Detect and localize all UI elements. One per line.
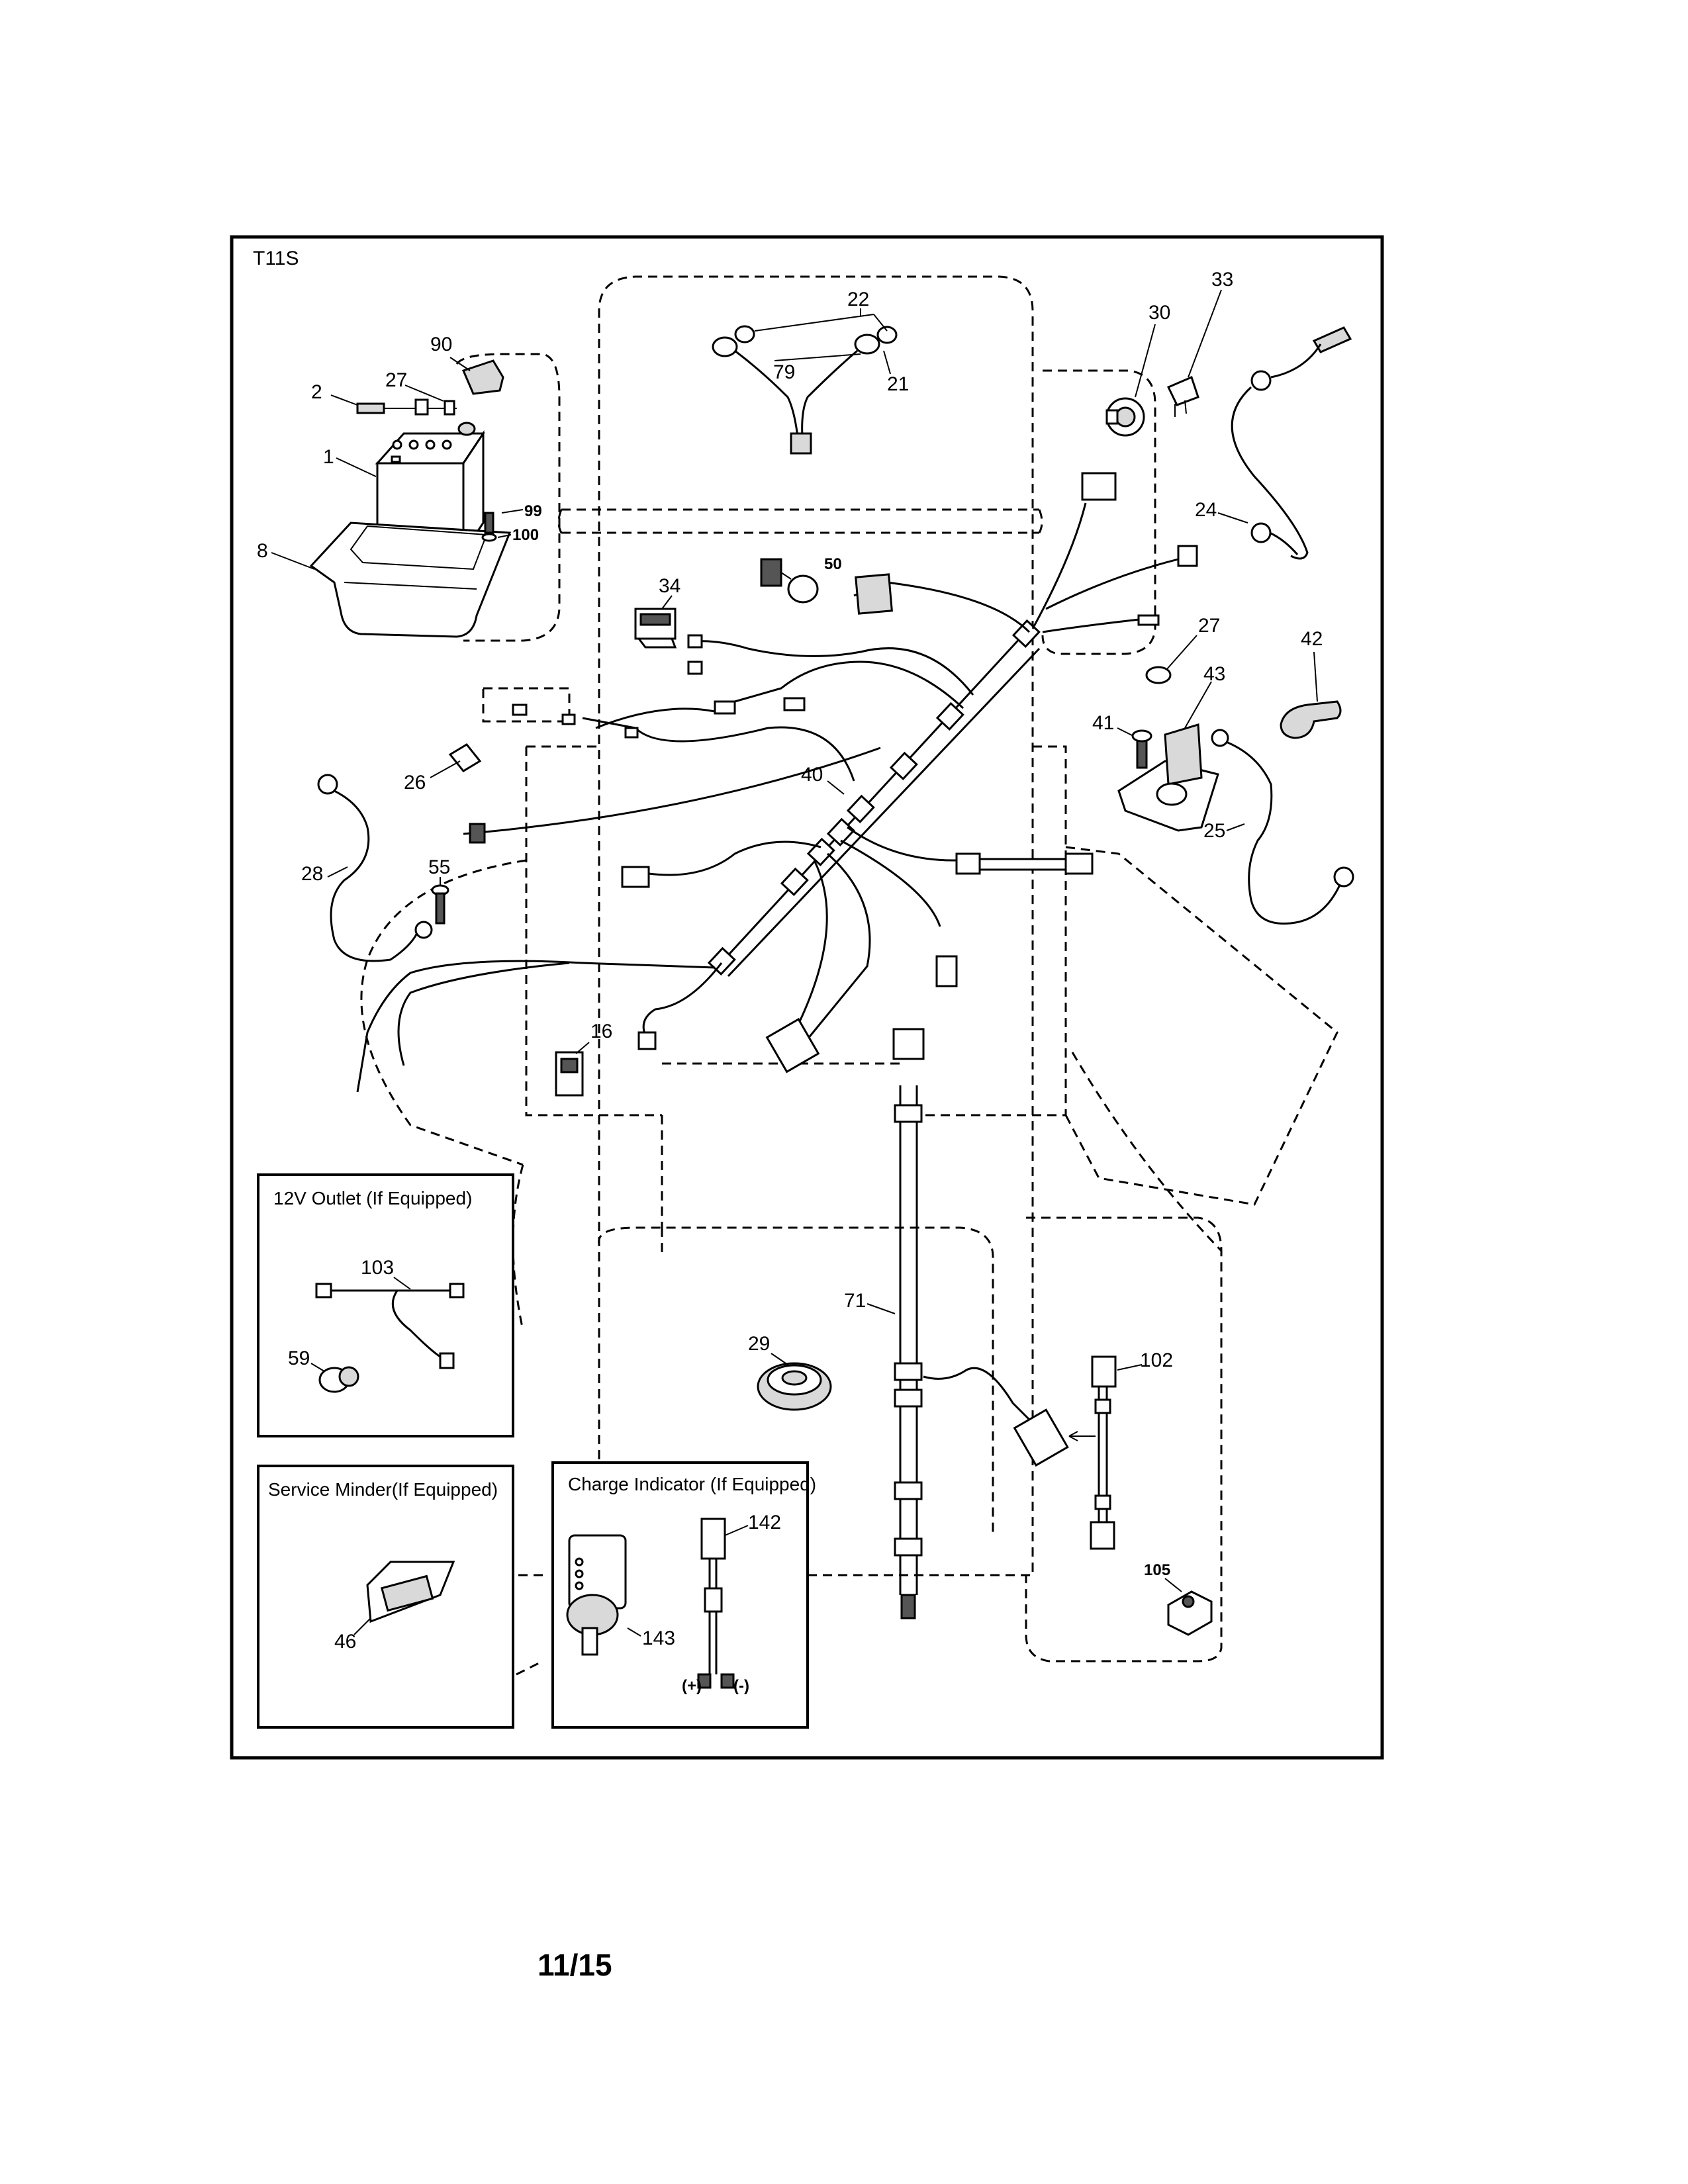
callout-29: 29 bbox=[748, 1333, 770, 1355]
callout-42: 42 bbox=[1301, 628, 1323, 650]
callout-24: 24 bbox=[1195, 499, 1217, 521]
inset-service-minder-title: Service Minder(If Equipped) bbox=[268, 1479, 498, 1500]
callout-1: 1 bbox=[323, 446, 334, 468]
inset-service-minder: Service Minder(If Equipped) 46 bbox=[257, 1465, 514, 1729]
battery-bolt: 2 27 bbox=[311, 369, 457, 416]
callout-71: 71 bbox=[844, 1290, 866, 1312]
callout-50: 50 bbox=[824, 555, 842, 573]
callout-2: 2 bbox=[311, 381, 322, 403]
callout-103: 103 bbox=[361, 1257, 394, 1279]
callout-43: 43 bbox=[1203, 663, 1225, 685]
callout-8: 8 bbox=[257, 540, 268, 562]
callout-22: 22 bbox=[847, 289, 869, 310]
main-wire-harness: 40 bbox=[356, 472, 1198, 1093]
pto-switch: 34 bbox=[634, 575, 680, 649]
seat-switch: 29 bbox=[748, 1333, 832, 1411]
fuse: 26 bbox=[404, 743, 482, 794]
callout-28: 28 bbox=[301, 863, 323, 885]
ignition-switch: 30 bbox=[1105, 302, 1170, 437]
callout-90: 90 bbox=[430, 334, 452, 355]
diagram-frame bbox=[230, 235, 1384, 1760]
sheet-id: T11S bbox=[253, 248, 299, 269]
inset-outlet-title: 12V Outlet (If Equipped) bbox=[273, 1188, 472, 1208]
callout-59: 59 bbox=[288, 1347, 310, 1369]
ground-cable: 28 bbox=[301, 774, 433, 962]
page-number: 11/15 bbox=[538, 1948, 612, 1982]
inset-charge-indicator: Charge Indicator (If Equipped) 143 142 (… bbox=[551, 1461, 816, 1729]
ignition-key: 33 bbox=[1166, 269, 1233, 417]
callout-79: 79 bbox=[773, 361, 795, 383]
callout-25: 25 bbox=[1203, 820, 1225, 842]
inset-12v-outlet: 12V Outlet (If Equipped) 103 59 bbox=[257, 1173, 514, 1437]
callout-16: 16 bbox=[590, 1021, 612, 1042]
headlight-harness: 22 79 21 bbox=[712, 289, 909, 455]
plunger-switch: 50 bbox=[760, 555, 842, 604]
callout-143: 143 bbox=[642, 1627, 675, 1649]
callout-41: 41 bbox=[1092, 712, 1114, 734]
callout-27b: 27 bbox=[1198, 615, 1220, 637]
callout-21: 21 bbox=[887, 373, 909, 395]
reverse-harness: 102 bbox=[1068, 1349, 1173, 1550]
rear-wire-harness: 71 bbox=[844, 1028, 1069, 1619]
callout-33: 33 bbox=[1211, 269, 1233, 291]
tray-screw: 99 100 bbox=[481, 502, 542, 544]
starter-solenoid: 27 41 43 42 25 bbox=[1092, 615, 1354, 925]
callout-99: 99 bbox=[524, 502, 542, 520]
inset-charge-indicator-title: Charge Indicator (If Equipped) bbox=[568, 1474, 816, 1494]
callout-34: 34 bbox=[659, 575, 680, 597]
ground-bolt: 55 bbox=[428, 856, 450, 925]
callout-46: 46 bbox=[334, 1631, 356, 1653]
charge-plus-label: (+) bbox=[682, 1677, 702, 1695]
callout-102: 102 bbox=[1140, 1349, 1173, 1371]
callout-100: 100 bbox=[512, 526, 539, 544]
callout-55: 55 bbox=[428, 856, 450, 878]
relay-connector: 16 bbox=[555, 1021, 612, 1097]
battery-cable-positive: 24 bbox=[1195, 326, 1352, 560]
charge-minus-label: (-) bbox=[733, 1677, 749, 1695]
callout-26: 26 bbox=[404, 772, 426, 794]
reverse-switch: 105 bbox=[1144, 1561, 1213, 1636]
terminal-cover: 90 bbox=[430, 334, 504, 395]
callout-105: 105 bbox=[1144, 1561, 1170, 1579]
callout-142: 142 bbox=[748, 1512, 781, 1533]
callout-30: 30 bbox=[1149, 302, 1170, 324]
callout-27a: 27 bbox=[385, 369, 407, 391]
battery-tray: 8 bbox=[257, 522, 512, 638]
